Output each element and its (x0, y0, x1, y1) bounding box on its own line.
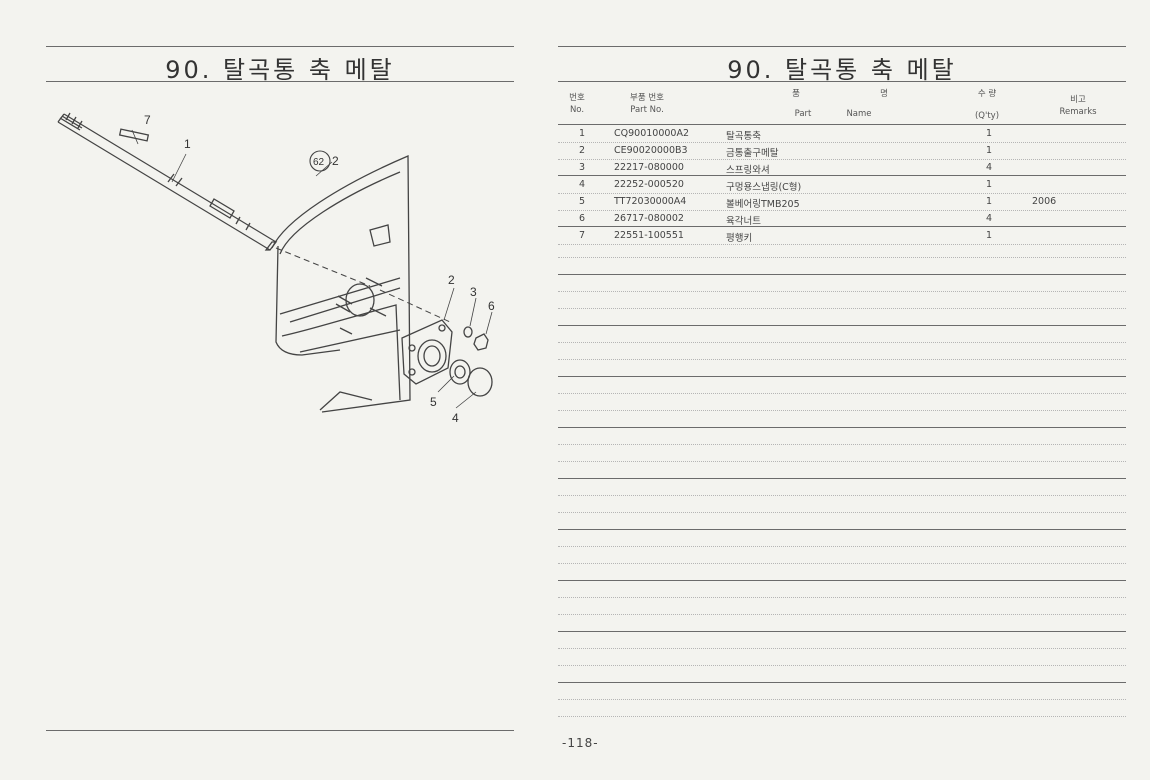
row-divider (558, 159, 1126, 160)
header-name-en2: Name (846, 109, 872, 119)
cell-remarks: 2006 (1032, 196, 1057, 207)
cell-qty: 4 (985, 162, 993, 173)
cell-part-name: 볼베어링TMB205 (726, 199, 800, 210)
table-row: 1 CQ90010000A2 탈곡통축 1 (558, 125, 1126, 142)
right-page: 90. 탈곡통 축 메탈 번호 No. 부품 번호 Part No. 품 명 P… (556, 0, 1150, 780)
group-rule (558, 226, 1126, 227)
cell-part-number: 22252-000520 (614, 179, 684, 190)
cell-qty: 1 (985, 145, 993, 156)
header-name-kr1: 품 (792, 89, 800, 99)
callout-3: 3 (470, 285, 477, 299)
header-part-kr: 부품 번호 (630, 93, 664, 103)
exploded-parts-diagram: 7 1 62 2 2 3 6 5 4 (57, 112, 495, 425)
left-page: 90. 탈곡통 축 메탈 (0, 0, 560, 780)
cell-qty: 1 (985, 179, 993, 190)
header-name-kr2: 명 (880, 89, 888, 99)
callout-2: 2 (448, 273, 455, 287)
cell-part-name: 육각너트 (726, 216, 761, 227)
cell-no: 3 (578, 162, 586, 173)
row-divider (558, 142, 1126, 143)
left-page-title: 90. 탈곡통 축 메탈 (165, 56, 395, 84)
table-row: 5 TT72030000A4 볼베어링TMB205 1 2006 (558, 193, 1126, 210)
header-qty-kr: 수 량 (977, 89, 997, 99)
row-divider (558, 244, 1126, 245)
cell-part-name: 탈곡통축 (726, 131, 761, 142)
header-name-en1: Part (794, 109, 812, 119)
cell-no: 1 (578, 128, 586, 139)
callout-62: 62 (313, 157, 325, 168)
cell-part-number: 26717-080002 (614, 213, 684, 224)
empty-ruled-area (558, 245, 1126, 725)
bottom-rule (46, 730, 514, 731)
cell-part-name: 구멍용스냅링(C형) (726, 182, 802, 193)
cell-qty: 1 (985, 230, 993, 241)
header-no-kr: 번호 (569, 93, 585, 103)
cell-no: 4 (578, 179, 586, 190)
callout-5: 5 (430, 395, 437, 409)
title-underline (558, 81, 1126, 82)
table-row: 3 22217-080000 스프링와셔 4 (558, 159, 1126, 176)
cell-no: 6 (578, 213, 586, 224)
cell-part-number: CE90020000B3 (614, 145, 688, 156)
callout-4: 4 (452, 411, 459, 425)
table-row: 7 22551-100551 평행키 1 (558, 227, 1126, 244)
cell-part-name: 스프링와셔 (726, 165, 770, 176)
table-row: 2 CE90020000B3 금통출구메탈 1 (558, 142, 1126, 159)
cell-no: 5 (578, 196, 586, 207)
cell-qty: 1 (985, 128, 993, 139)
cell-part-number: 22551-100551 (614, 230, 684, 241)
cell-part-name: 금통출구메탈 (726, 148, 779, 159)
cell-part-number: 22217-080000 (614, 162, 684, 173)
header-no-en: No. (569, 105, 585, 115)
page-number: -118- (562, 736, 599, 750)
cell-part-number: TT72030000A4 (614, 196, 687, 207)
callout-1: 1 (184, 137, 191, 151)
title-underline (46, 81, 514, 82)
cell-no: 7 (578, 230, 586, 241)
right-page-title: 90. 탈곡통 축 메탈 (727, 56, 957, 84)
cell-qty: 4 (985, 213, 993, 224)
parts-table-body: 1 CQ90010000A2 탈곡통축 1 2 CE90020000B3 금통출… (558, 125, 1126, 245)
cell-no: 2 (578, 145, 586, 156)
header-qty-en: (Q'ty) (974, 111, 1000, 121)
top-rule (46, 46, 514, 47)
header-part-en: Part No. (630, 105, 664, 115)
table-row: 6 26717-080002 육각너트 4 (558, 210, 1126, 227)
callout-6: 6 (488, 299, 495, 313)
callout-7: 7 (144, 113, 151, 127)
row-divider (558, 210, 1126, 211)
table-row: 4 22252-000520 구멍용스냅링(C형) 1 (558, 176, 1126, 193)
group-rule (558, 175, 1126, 176)
header-remarks-en: Remarks (1059, 107, 1097, 117)
row-divider (558, 193, 1126, 194)
cell-part-number: CQ90010000A2 (614, 128, 690, 139)
top-rule (558, 46, 1126, 47)
cell-qty: 1 (985, 196, 993, 207)
header-rule (558, 124, 1126, 125)
header-remarks-kr: 비고 (1070, 95, 1086, 105)
cell-part-name: 평행키 (726, 233, 753, 244)
callout-2-ref: 2 (332, 154, 339, 168)
